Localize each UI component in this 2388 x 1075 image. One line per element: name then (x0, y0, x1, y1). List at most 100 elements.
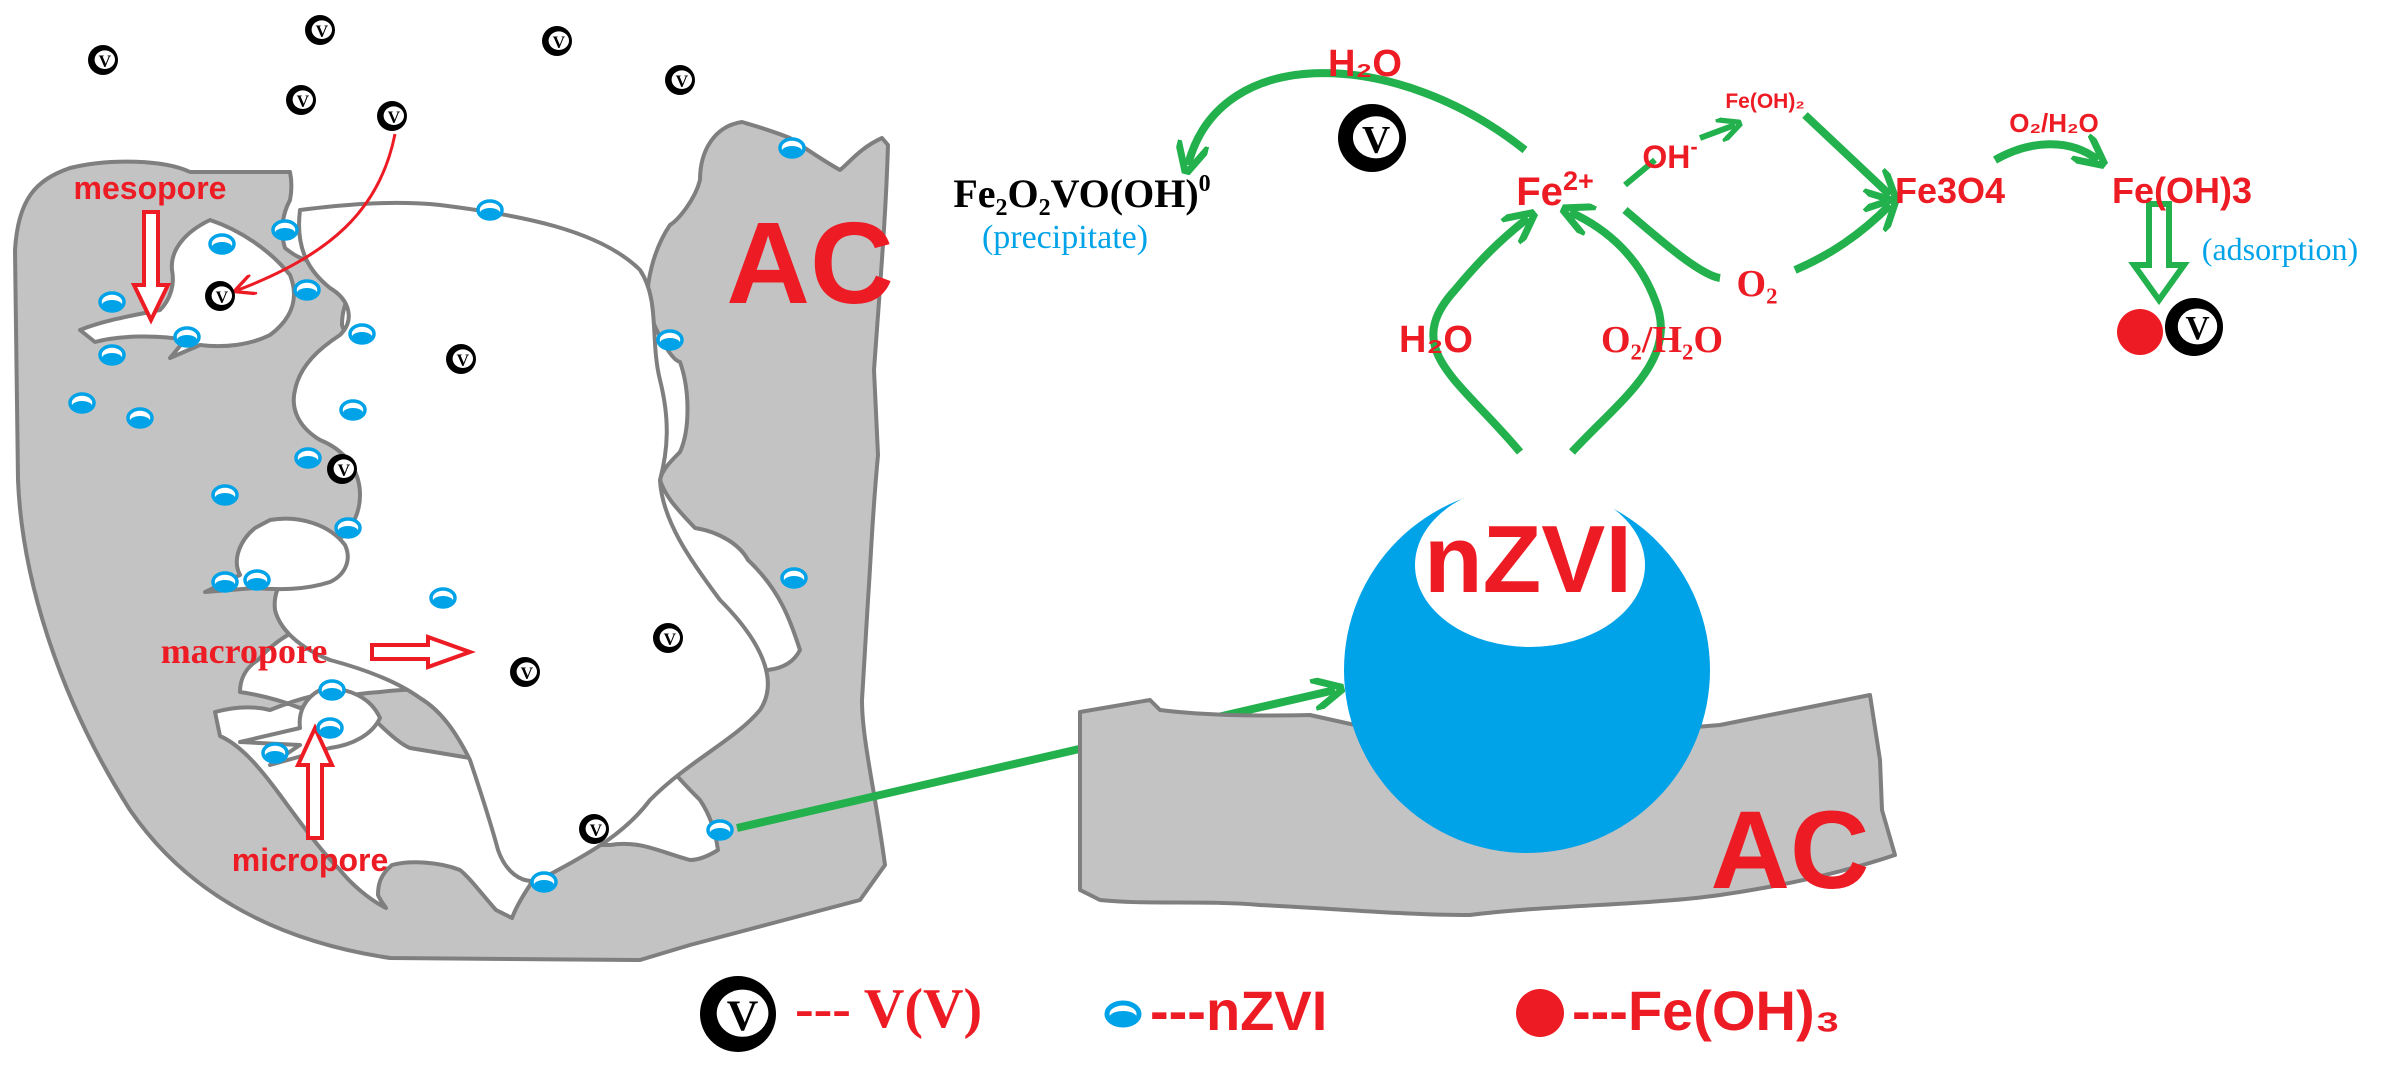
v-ion: V (205, 281, 235, 311)
arrow-oh-to-feoh2 (1698, 125, 1735, 138)
nzvi-dot (706, 819, 734, 841)
vanadium-ions: V V V V V V V V V V V V V V V (88, 15, 2223, 1052)
v-ion-letter: V (338, 460, 351, 479)
fe3o4-label: Fe3O4 (1895, 170, 2005, 211)
nzvi-dot (173, 326, 201, 348)
nzvi-label: nZVI (1424, 506, 1632, 613)
legend-nzvi-label: ---nZVI (1150, 979, 1327, 1042)
legend-v-symbol: V (700, 976, 776, 1052)
micropore-label: micropore (232, 842, 388, 878)
v-ion-letter: V (727, 992, 759, 1040)
micropore-arrow (294, 723, 336, 840)
v-ion: V (305, 15, 335, 45)
o2-label: O₂ (1737, 263, 1778, 305)
v-ion-letter: V (664, 629, 677, 648)
o2-h2o-small-label: O₂/H₂O (2009, 108, 2099, 138)
v-ion-letter: V (388, 107, 401, 126)
nzvi-dot (243, 569, 271, 591)
feoh3-particle (2117, 309, 2163, 355)
h2o-top-label: H₂O (1328, 43, 1402, 85)
nzvi-dot (271, 219, 299, 241)
legend-feoh3-symbol (1516, 989, 1564, 1037)
arrow-adsorption (2128, 201, 2190, 306)
fe2-label: Fe2+ (1516, 166, 1593, 214)
v-ion: V (88, 45, 118, 75)
v-ion-letter: V (676, 71, 689, 90)
nzvi-dot (261, 742, 289, 764)
nzvi-dot (339, 399, 367, 421)
legend-feoh3-label: ---Fe(OH)₃ (1572, 979, 1841, 1042)
macropore-label: macropore (161, 631, 328, 671)
precipitate-note: (precipitate) (982, 219, 1148, 256)
nzvi-dot (211, 484, 239, 506)
nzvi-dot (293, 279, 321, 301)
arrow-fe3o4-to-feoh3 (1993, 144, 2098, 160)
nzvi-dot (318, 679, 346, 701)
v-ion-precipitate: V (1338, 104, 1406, 172)
nzvi-dot (208, 233, 236, 255)
oh-label: OH- (1642, 134, 1697, 175)
left-carbon-particle: AC mesopore macropore micropore (13, 120, 894, 962)
mesopore-arrow (130, 210, 172, 325)
v-ion-letter: V (553, 32, 566, 51)
v-ion-letter: V (1362, 118, 1390, 161)
nzvi-dot (294, 447, 322, 469)
macropore-channel (272, 200, 770, 883)
o2-h2o-label: O₂/H₂O (1601, 319, 1723, 361)
arrow-fe2-to-precipitate (1188, 69, 1528, 165)
h2o-left-label: H₂O (1399, 319, 1473, 361)
legend-nzvi-symbol-fill (1109, 1011, 1137, 1025)
reaction-network: H₂O Fe₂O₂VO(OH)0 (precipitate) Fe2+ OH- … (953, 43, 2358, 455)
nzvi-dot (778, 137, 806, 159)
v-ion: V (665, 65, 695, 95)
nzvi-dot (780, 567, 808, 589)
feoh3-label: Fe(OH)3 (2112, 170, 2252, 211)
v-ion: V (377, 101, 407, 131)
nzvi-dot (530, 871, 558, 893)
right-carbon-block: AC nZVI (1077, 483, 1897, 917)
v-ion-letter: V (457, 350, 470, 369)
v-diffusion-arrow (238, 133, 397, 290)
nzvi-particles (68, 137, 808, 893)
nzvi-dot (98, 344, 126, 366)
v-ion-letter: V (216, 287, 229, 306)
v-ion-adsorbed: V (2165, 298, 2223, 356)
legend-v-label: --- V(V) (795, 978, 982, 1040)
nzvi-dot (211, 571, 239, 593)
arrow-nzvi-to-fe2-h2o (1429, 218, 1528, 455)
nzvi-dot (68, 392, 96, 414)
v-ion-letter: V (2185, 310, 2209, 347)
v-ion: V (653, 623, 683, 653)
nzvi-dot (429, 587, 457, 609)
nzvi-sphere: nZVI (1344, 483, 1710, 853)
macropore-arrow (370, 634, 476, 670)
nzvi-dot (348, 323, 376, 345)
adsorption-note: (adsorption) (2202, 231, 2358, 267)
nzvi-dot (476, 199, 504, 221)
v-ion: V (446, 344, 476, 374)
feoh2-label: Fe(OH)₂ (1725, 90, 1804, 113)
nzvi-dot (334, 517, 362, 539)
micropore-cavity (238, 687, 382, 767)
arrow-fe2-to-oh (1623, 157, 1657, 188)
arrow-nzvi-to-fe2-o2 (1570, 212, 1665, 455)
right-ac-label: AC (1711, 789, 1870, 912)
precipitate-formula: Fe₂O₂VO(OH)0 (953, 171, 1210, 216)
v-ion-letter: V (297, 91, 310, 110)
v-ion: V (327, 454, 357, 484)
nzvi-dot (98, 291, 126, 313)
legend: --- V(V) ---nZVI ---Fe(OH)₃ (795, 978, 1841, 1042)
v-ion: V (286, 85, 316, 115)
lower-pore-cavity (203, 516, 350, 594)
v-ion: V (579, 814, 609, 844)
nzvi-dot (656, 329, 684, 351)
v-ion-letter: V (316, 21, 329, 40)
v-ion: V (542, 26, 572, 56)
v-ion: V (510, 657, 540, 687)
v-ion-letter: V (590, 820, 603, 839)
v-ion-letter: V (99, 51, 112, 70)
mesopore-cavity (78, 218, 296, 360)
nzvi-dot (316, 717, 344, 739)
